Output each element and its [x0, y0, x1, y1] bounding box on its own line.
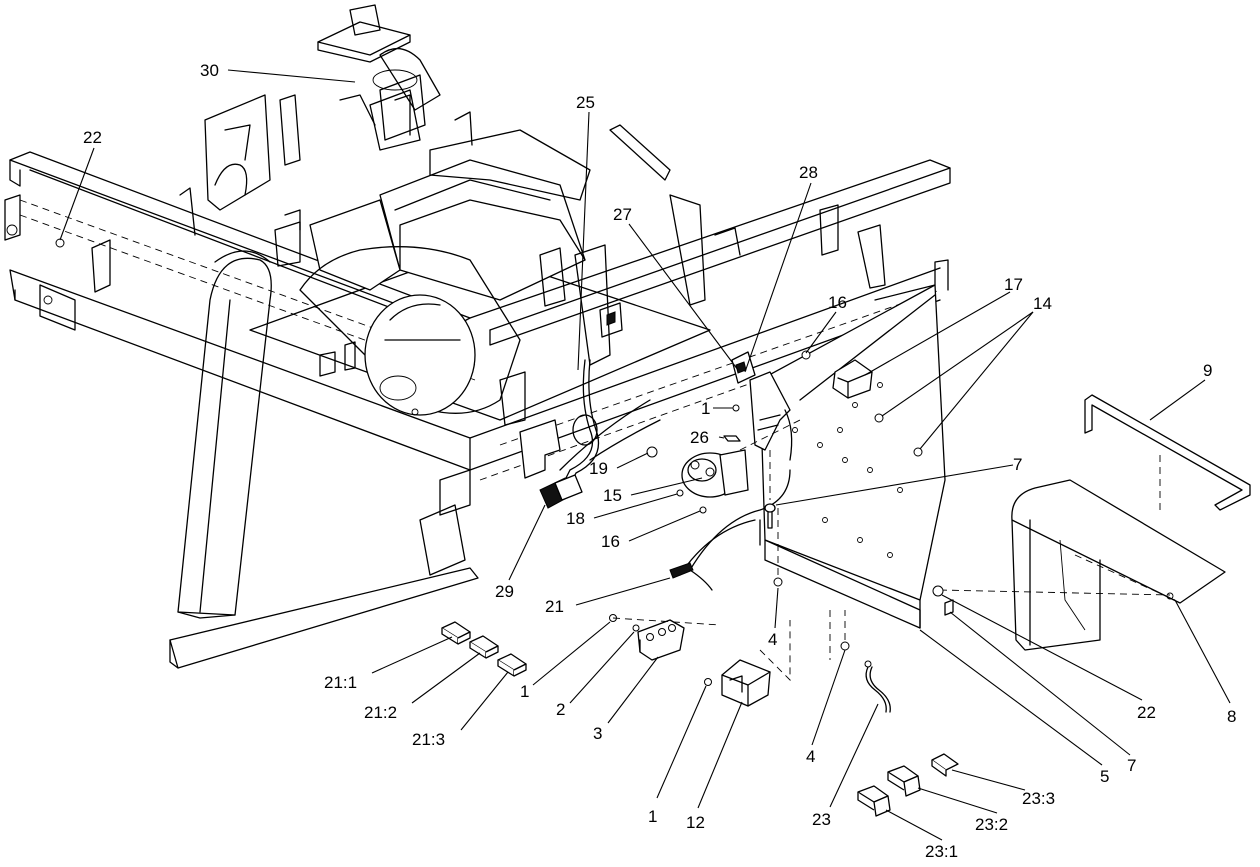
callout-21: 21: [545, 597, 564, 616]
fuse-block: [637, 619, 685, 661]
connector-29: [539, 474, 583, 509]
callout-1: 1: [701, 399, 710, 418]
starter-solenoid: [681, 449, 749, 498]
callout-28: 28: [799, 163, 818, 182]
callout-15: 15: [603, 486, 622, 505]
callout-21-2: 21:2: [364, 703, 397, 722]
hold-down-rod: [1084, 394, 1251, 511]
callout-12: 12: [686, 813, 705, 832]
pedal-assembly: [317, 4, 441, 141]
callout-16: 16: [601, 532, 620, 551]
callout-16: 16: [828, 293, 847, 312]
fuse-23-1: [857, 785, 891, 817]
callout-23: 23: [812, 810, 831, 829]
callout-21-1: 21:1: [324, 673, 357, 692]
callout-1: 1: [520, 682, 529, 701]
callout-21-3: 21:3: [412, 730, 445, 749]
callout-23-3: 23:3: [1022, 789, 1055, 808]
callout-19: 19: [589, 459, 608, 478]
callout-25: 25: [576, 93, 595, 112]
callout-2: 2: [556, 700, 565, 719]
ground-wire: [864, 660, 891, 713]
callout-8: 8: [1227, 707, 1236, 726]
mounting-panel: [759, 259, 949, 629]
callout-30: 30: [200, 61, 219, 80]
callout-4: 4: [806, 747, 815, 766]
callout-14: 14: [1033, 294, 1052, 313]
fuse-21-2: [469, 635, 499, 659]
callout-23-1: 23:1: [925, 842, 958, 861]
fuse-21-3: [497, 653, 527, 677]
callout-7: 7: [1127, 756, 1136, 775]
callout-22: 22: [83, 128, 102, 147]
bracket-19: [519, 414, 598, 479]
callout-27: 27: [613, 205, 632, 224]
callout-17: 17: [1004, 275, 1023, 294]
callout-5: 5: [1100, 767, 1109, 786]
battery-cover: [939, 455, 1226, 651]
engine-assembly: [274, 129, 591, 426]
callout-29: 29: [495, 582, 514, 601]
callout-4: 4: [768, 630, 777, 649]
callout-9: 9: [1203, 361, 1212, 380]
rear-brackets: [179, 89, 886, 366]
relay-12: [721, 659, 771, 707]
fuse-23-2: [887, 765, 921, 797]
callout-22: 22: [1137, 703, 1156, 722]
callout-23-2: 23:2: [975, 815, 1008, 834]
assembly-lines: [612, 419, 846, 682]
callout-26: 26: [690, 428, 709, 447]
callout-7: 7: [1013, 455, 1022, 474]
callout-1: 1: [648, 807, 657, 826]
callout-3: 3: [593, 724, 602, 743]
relay-bracket: [731, 351, 791, 500]
fuse-21-1: [441, 621, 471, 645]
fuse-23-3: [931, 753, 959, 777]
callout-18: 18: [566, 509, 585, 528]
leader-lines: [59, 69, 1231, 841]
hardware: [55, 238, 954, 686]
callout-labels: 30 22 25 28 27 16 17 14 9 1 26 19 15 18 …: [83, 61, 1236, 861]
relay-17: [832, 359, 873, 399]
wire-harness: [559, 359, 793, 591]
